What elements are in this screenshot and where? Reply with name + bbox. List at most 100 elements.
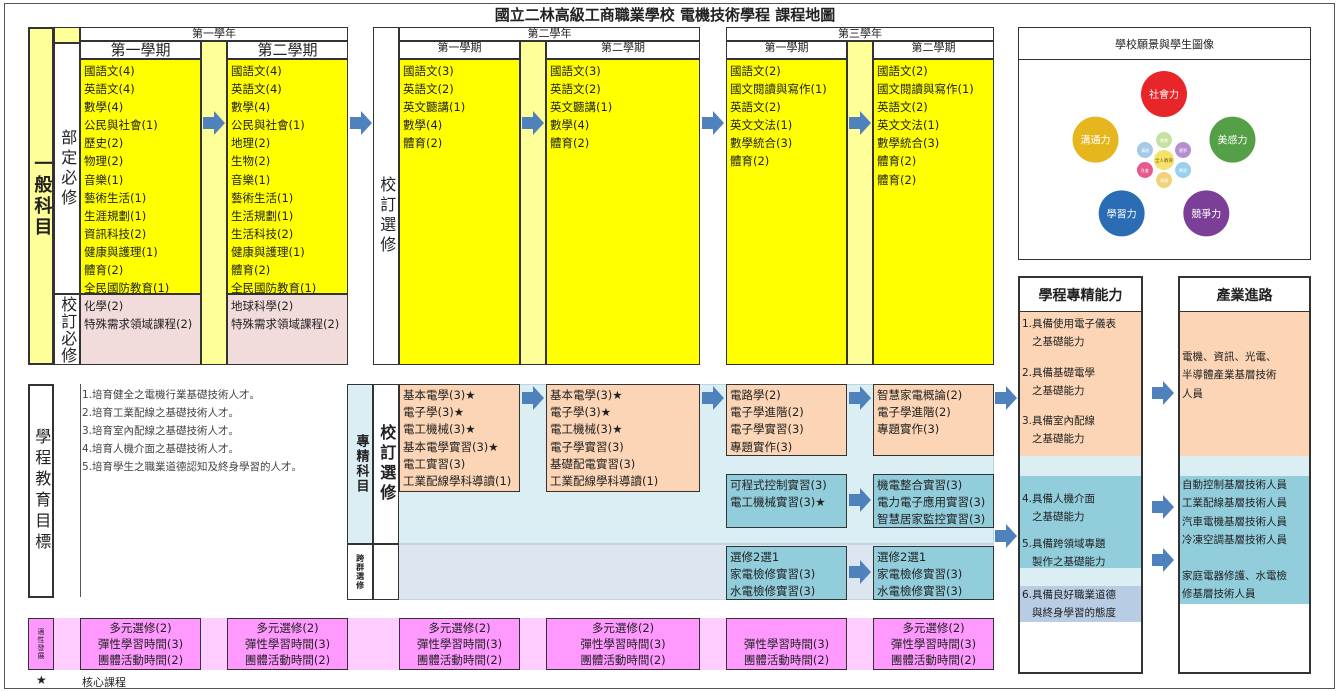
course-item: 物理(2) <box>84 154 124 169</box>
arrow-right-icon <box>1152 548 1174 572</box>
arrow-right-icon <box>1152 495 1174 519</box>
arrow-right-icon <box>849 111 871 135</box>
vision-label: 學習力 <box>1107 207 1137 220</box>
vision-label: 美感力 <box>1217 134 1247 147</box>
course-item: 專題實作(3) <box>730 439 793 454</box>
arrow-right-icon <box>702 386 724 410</box>
goal-divider <box>80 384 81 597</box>
career-spacer <box>1182 549 1309 567</box>
course-item: 水電檢修實習(3) <box>877 584 963 599</box>
year3-header: 第三學年 <box>726 27 994 41</box>
course-item: 可程式控制實習(3) <box>730 478 827 492</box>
y1s1-school-required-list: 化學(2)特殊需求領域課程(2) <box>80 294 201 365</box>
year1-header: 第一學年 <box>80 27 348 41</box>
course-item: 電子學進階(2) <box>730 405 804 420</box>
pro-elective-label: 校訂選修 <box>373 384 399 544</box>
course-item: 電子學進階(2) <box>877 405 951 420</box>
course-item: 工業配線學科導讀(1) <box>550 474 659 489</box>
course-item: 國文閱讀與寫作(1) <box>730 82 827 97</box>
vision-inner-circle <box>1136 142 1153 158</box>
y2s1-general-list: 國語文(3)英語文(2)英文聽講(1)數學(4)體育(2) <box>399 59 520 365</box>
skills-ethics-block: 6.具備良好職業道德與終身學習的態度 <box>1020 586 1141 622</box>
vision-inner-circle <box>1156 132 1172 148</box>
y3s2-adapt: 多元選修(2)彈性學習時間(3)團體活動時間(2) <box>873 618 994 670</box>
career-line: 工業配線基層技術人員 <box>1182 497 1287 510</box>
arrow-right-icon <box>522 386 544 410</box>
course-item: 英語文(2) <box>877 100 928 115</box>
adapt-item: 團體活動時間(2) <box>743 653 830 667</box>
career-line: 汽車電機基層技術人員 <box>1182 515 1287 528</box>
goal-item: 5.培育學生之職業道德認知及終身學習的人才。 <box>82 461 303 473</box>
year-corner <box>54 27 80 43</box>
skill-line: 3.具備室內配線 <box>1022 415 1096 428</box>
course-item: 英語文(2) <box>730 100 781 115</box>
course-item: 基礎配電實習(3) <box>550 456 636 471</box>
y1s1-required-list: 國語文(4)英語文(4)數學(4)公民與社會(1)歷史(2)物理(2)音樂(1)… <box>80 59 201 295</box>
course-item: 英文聽講(1) <box>550 100 613 115</box>
skill-line: 6.具備良好職業道德 <box>1022 589 1117 601</box>
career-panel: 產業進路 電機、資訊、光電、半導體產業基層技術人員 自動控制基層技術人員工業配線… <box>1178 276 1311 674</box>
course-item: 電子學實習(3) <box>730 422 804 437</box>
adapt-item: 團體活動時間(2) <box>890 653 977 667</box>
course-item: 體育(2) <box>730 154 770 169</box>
map-frame <box>4 3 1335 689</box>
course-item: 專題實作(3) <box>877 422 940 437</box>
vision-inner-label: 學習 <box>1179 167 1187 173</box>
skill-item: 2.具備基礎電學之基礎能力 <box>1022 364 1141 401</box>
arrow-right-icon <box>849 386 871 410</box>
course-item: 英語文(4) <box>84 82 135 97</box>
adapt-label: 適性發展 <box>28 618 54 670</box>
y3s2-pro-list-a: 智慧家電概論(2)電子學進階(2)專題實作(3) <box>873 384 994 456</box>
skill-item: 3.具備室內配線之基礎能力 <box>1022 412 1141 449</box>
course-item: 音樂(1) <box>231 172 271 187</box>
y1s1-adapt: 多元選修(2)彈性學習時間(3)團體活動時間(2) <box>80 618 201 670</box>
y3s2-general-list: 國語文(2)國文閱讀與寫作(1)英語文(2)英文文法(1)數學統合(3)體育(2… <box>873 59 994 365</box>
course-item: 生活科技(2) <box>231 226 294 241</box>
vision-center-circle <box>1154 150 1174 170</box>
goal-list: 1.培育健全之電機行業基礎技術人才。2.培育工業配線之基礎技術人才。3.培育室內… <box>82 386 342 476</box>
course-item: 體育(2) <box>231 263 271 278</box>
vision-circle <box>1183 190 1230 237</box>
career-line: 人員 <box>1182 387 1203 400</box>
skills-gap2 <box>1020 568 1141 586</box>
general-subjects-label: 一般科目 <box>28 27 54 365</box>
skill-line: 5.具備跨領域專題 <box>1022 537 1106 550</box>
page-title: 國立二林高級工商職業學校 電機技術學程 課程地圖 <box>494 5 836 24</box>
course-item: 國語文(4) <box>231 64 282 78</box>
vision-title: 學校願景與學生圖像 <box>1019 28 1310 60</box>
cross-spacer <box>373 544 399 600</box>
course-item: 數學統合(3) <box>730 136 793 151</box>
arrow-right-icon <box>995 386 1017 410</box>
program-goal-label: 學程教育目標 <box>28 384 54 598</box>
course-item: 藝術生活(1) <box>231 190 294 205</box>
course-item: 電子學(3)★ <box>403 405 465 420</box>
course-item: 國語文(2) <box>730 64 781 78</box>
vision-inner-circle <box>1175 142 1192 158</box>
year1-sem1-header: 第一學期 <box>80 41 201 59</box>
y2s1-adapt: 多元選修(2)彈性學習時間(3)團體活動時間(2) <box>399 618 520 670</box>
course-item: 全民國防教育(1) <box>231 281 317 296</box>
y1s2-school-required-list: 地球科學(2)特殊需求領域課程(2) <box>227 294 348 365</box>
vision-inner-circle <box>1156 172 1172 188</box>
y3s1-general-list: 國語文(2)國文閱讀與寫作(1)英語文(2)英文文法(1)數學統合(3)體育(2… <box>726 59 847 365</box>
course-item: 化學(2) <box>84 299 124 313</box>
year2-gap-strip <box>520 41 546 365</box>
cross-group-label: 跨群選修 <box>347 544 373 600</box>
arrow-right-icon <box>522 111 544 135</box>
school-elective-label: 校訂選修 <box>373 27 399 365</box>
course-item: 電子學(3)★ <box>550 405 612 420</box>
course-item: 體育(2) <box>877 172 917 187</box>
dept-required-label: 部定必修 <box>54 43 80 294</box>
course-item: 電工機械(3)★ <box>403 422 476 437</box>
pro-subjects-label: 專精科目 <box>347 384 373 544</box>
core-legend-text: 核心課程 <box>82 676 126 689</box>
career-line: 自動控制基層技術人員 <box>1182 479 1287 491</box>
vision-inner-label: 競爭 <box>1179 147 1187 153</box>
adapt-item: 團體活動時間(2) <box>416 653 503 667</box>
skill-line: 4.具備人機介面 <box>1022 493 1096 505</box>
arrow-right-icon <box>849 560 871 584</box>
